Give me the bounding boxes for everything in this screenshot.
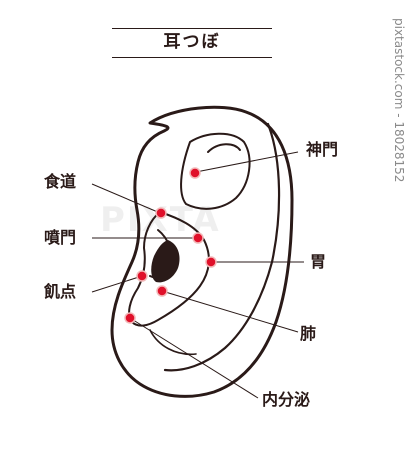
concha-outline bbox=[128, 211, 210, 327]
diagram-title: 耳つぼ bbox=[163, 32, 221, 52]
label-kiten: 飢点 bbox=[44, 282, 77, 301]
leader-hai bbox=[161, 290, 299, 333]
title-bottom-rule bbox=[112, 57, 272, 58]
ear-helix-outline bbox=[110, 105, 294, 398]
label-shokudo: 食道 bbox=[44, 172, 77, 191]
label-naibunpitsu: 内分泌 bbox=[262, 390, 311, 409]
leader-shokudo bbox=[91, 183, 161, 214]
point-kiten bbox=[136, 270, 148, 282]
title-top-rule bbox=[112, 28, 272, 29]
point-hai bbox=[156, 285, 168, 297]
label-i: 胃 bbox=[310, 252, 327, 271]
ear-antihelix-outline bbox=[163, 122, 281, 372]
point-naibunpitsu bbox=[124, 312, 136, 324]
leader-naibunpitsu bbox=[129, 317, 259, 399]
point-i bbox=[205, 256, 217, 268]
point-funmon bbox=[192, 232, 204, 244]
point-shenmen bbox=[189, 167, 201, 179]
watermark-text: pixtastock.com - 18028152 bbox=[392, 18, 406, 183]
stock-watermark: pixtastock.com - 18028152 bbox=[392, 18, 408, 418]
label-hai: 肺 bbox=[300, 324, 317, 343]
earlobe-inner-curve bbox=[149, 329, 197, 355]
leader-kiten bbox=[91, 275, 143, 293]
label-funmon: 噴門 bbox=[44, 228, 77, 247]
triangular-fossa-outline bbox=[180, 132, 251, 210]
ear-canal bbox=[151, 240, 180, 283]
leader-shenmen bbox=[195, 151, 299, 173]
point-shokudo bbox=[155, 207, 167, 219]
label-shenmen: 神門 bbox=[306, 140, 339, 159]
fossa-inner-curve bbox=[207, 143, 241, 153]
